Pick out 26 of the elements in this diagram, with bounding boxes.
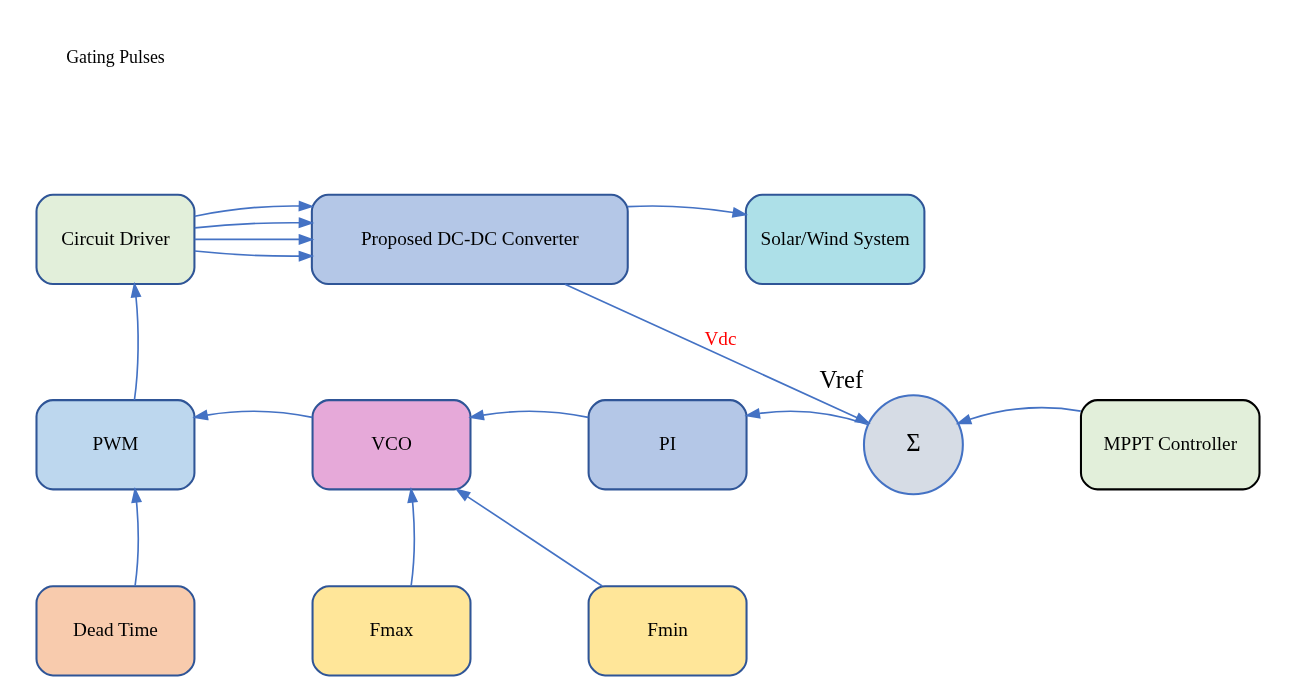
- node-label: Vref: [819, 365, 864, 393]
- arrow: [131, 487, 143, 587]
- node-box: Fmin: [587, 585, 748, 677]
- node-box: Solar/Wind System: [744, 193, 926, 286]
- node-box: Fmax: [311, 585, 472, 677]
- node-box: Proposed DC-DC Converter: [310, 193, 629, 286]
- arrow: [627, 205, 749, 218]
- arrow: [193, 250, 315, 262]
- label: Gating Pulses: [66, 46, 165, 67]
- arrow: [468, 409, 590, 421]
- node-box: PWM: [35, 399, 196, 491]
- arrow: [193, 233, 315, 245]
- node-circle: Σ: [862, 394, 964, 496]
- node-box: VCO: [311, 399, 472, 491]
- arrow: [130, 281, 142, 401]
- edge-label: Vdc: [704, 327, 737, 349]
- arrow: [192, 409, 314, 421]
- arrow: [193, 200, 315, 217]
- node-box: Dead Time: [35, 585, 196, 677]
- node-box: Circuit Driver: [35, 193, 196, 286]
- node-box: MPPT Controller: [1079, 399, 1261, 491]
- arrow: [454, 488, 603, 587]
- arrow: [955, 406, 1082, 425]
- arrow: [193, 217, 315, 229]
- node-box: PI: [587, 399, 748, 491]
- arrow: [407, 487, 419, 587]
